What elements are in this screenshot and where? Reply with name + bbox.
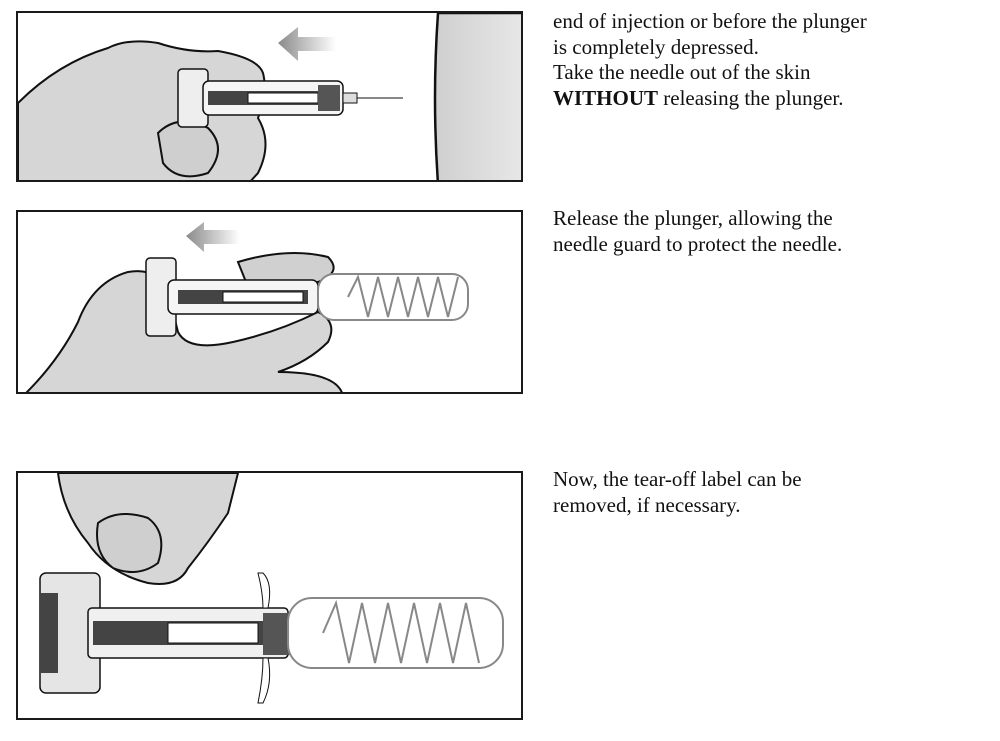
syringe-withdrawal-illustration — [18, 13, 521, 180]
step-instruction-1: end of injection or before the plunger i… — [553, 9, 867, 110]
arrow-left-icon — [186, 222, 240, 252]
step-instruction-3: Now, the tear-off label can be removed, … — [553, 467, 802, 517]
illustration-panel-3 — [16, 471, 523, 720]
arrow-left-icon — [278, 27, 336, 61]
illustration-panel-1 — [16, 11, 523, 182]
step-instruction-2: Release the plunger, allowing the needle… — [553, 206, 843, 256]
label-removal-illustration — [39, 473, 504, 704]
emphasis-without: WITHOUT — [553, 85, 659, 110]
plunger-release-illustration — [25, 222, 469, 392]
illustration-panel-2 — [16, 210, 523, 394]
